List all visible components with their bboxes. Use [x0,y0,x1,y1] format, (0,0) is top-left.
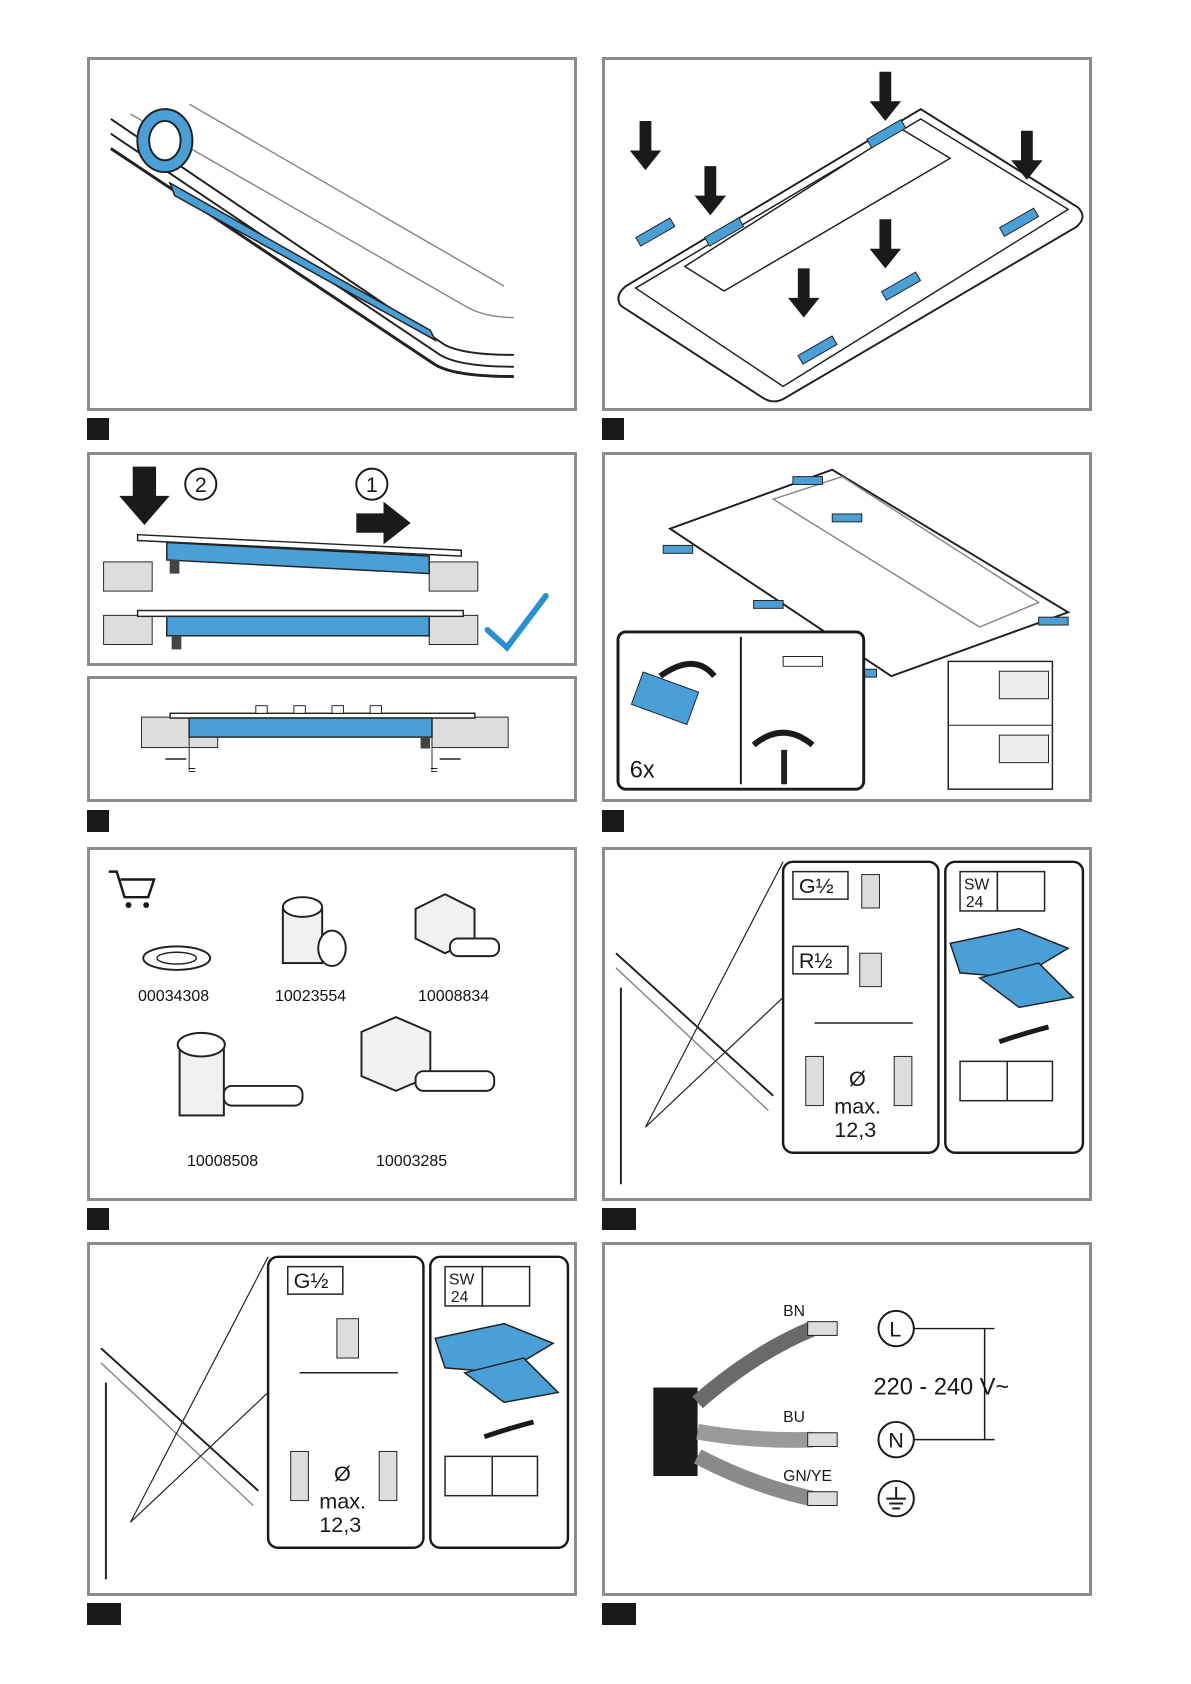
diameter-symbol: Ø [849,1066,866,1091]
clip-mounting-illustration: 6x [605,455,1089,799]
panel-clip-mounting: 6x [602,452,1092,802]
panel-marker-a [87,418,109,440]
thread-g-label: G½ [799,873,834,898]
panel-marker-c [602,418,624,440]
thread-g-label-2: G½ [294,1268,329,1293]
part-number-2: 10023554 [275,988,346,1006]
wire-brown-label: BN [783,1303,805,1320]
voltage-label: 220 - 240 V~ [874,1373,1010,1399]
max-value: 12,3 [834,1117,876,1142]
panel-marker-d [602,810,624,832]
terminal-n-label: N [888,1428,904,1453]
panel-clips [602,57,1092,411]
part-number-3: 10008834 [418,988,489,1006]
spare-parts-illustration [90,850,574,1198]
panel-marker-g [87,1603,121,1625]
wire-earth-label: GN/YE [783,1468,832,1485]
wrench-size-label-2: SW [449,1271,474,1288]
panel-electrical: BN BU GN/YE L N 220 - 240 V~ [602,1242,1092,1596]
max-value-2: 12,3 [319,1512,361,1537]
gas-connection-r-illustration: G½ R½ Ø max. 12,3 SW 24 [605,850,1089,1198]
clip-count: 6x [630,756,655,782]
panel-spare-parts: 00034308 10023554 10008834 10008508 1000… [87,847,577,1201]
panel-marker-f [602,1208,636,1230]
svg-text:=: = [430,762,438,777]
diameter-symbol-2: Ø [334,1461,351,1486]
panel-gas-connection-r: G½ R½ Ø max. 12,3 SW 24 [602,847,1092,1201]
wire-blue-label: BU [783,1409,805,1426]
gas-connection-g-illustration: G½ Ø max. 12,3 SW 24 [90,1245,574,1593]
placement-illustration: 2 1 [90,455,574,663]
ground-icon [878,1481,913,1516]
svg-text:=: = [188,762,196,777]
panel-marker-h [602,1603,636,1625]
wrench-size-label: SW [964,876,989,893]
clips-illustration [605,60,1089,408]
panel-sealing-tape [87,57,577,411]
electrical-illustration: BN BU GN/YE L N 220 - 240 V~ [605,1245,1089,1593]
section-illustration: = = [90,679,574,799]
step-one-label: 1 [366,473,378,497]
part-number-1: 00034308 [138,988,209,1006]
max-label-2: max. [319,1488,366,1513]
part-number-4: 10008508 [187,1153,258,1171]
part-number-5: 10003285 [376,1153,447,1171]
sealing-tape-illustration [90,60,574,408]
terminal-l-label: L [889,1316,901,1341]
max-label: max. [834,1093,881,1118]
thread-r-label: R½ [799,948,833,973]
step-two-label: 2 [195,473,207,497]
panel-marker-e [87,1208,109,1230]
panel-placement-top: 2 1 [87,452,577,666]
shopping-cart-icon [109,872,154,908]
panel-gas-connection-g: G½ Ø max. 12,3 SW 24 [87,1242,577,1596]
panel-placement-section: = = [87,676,577,802]
wrench-size: 24 [966,894,984,911]
panel-marker-b [87,810,109,832]
wrench-size-2: 24 [451,1289,469,1306]
